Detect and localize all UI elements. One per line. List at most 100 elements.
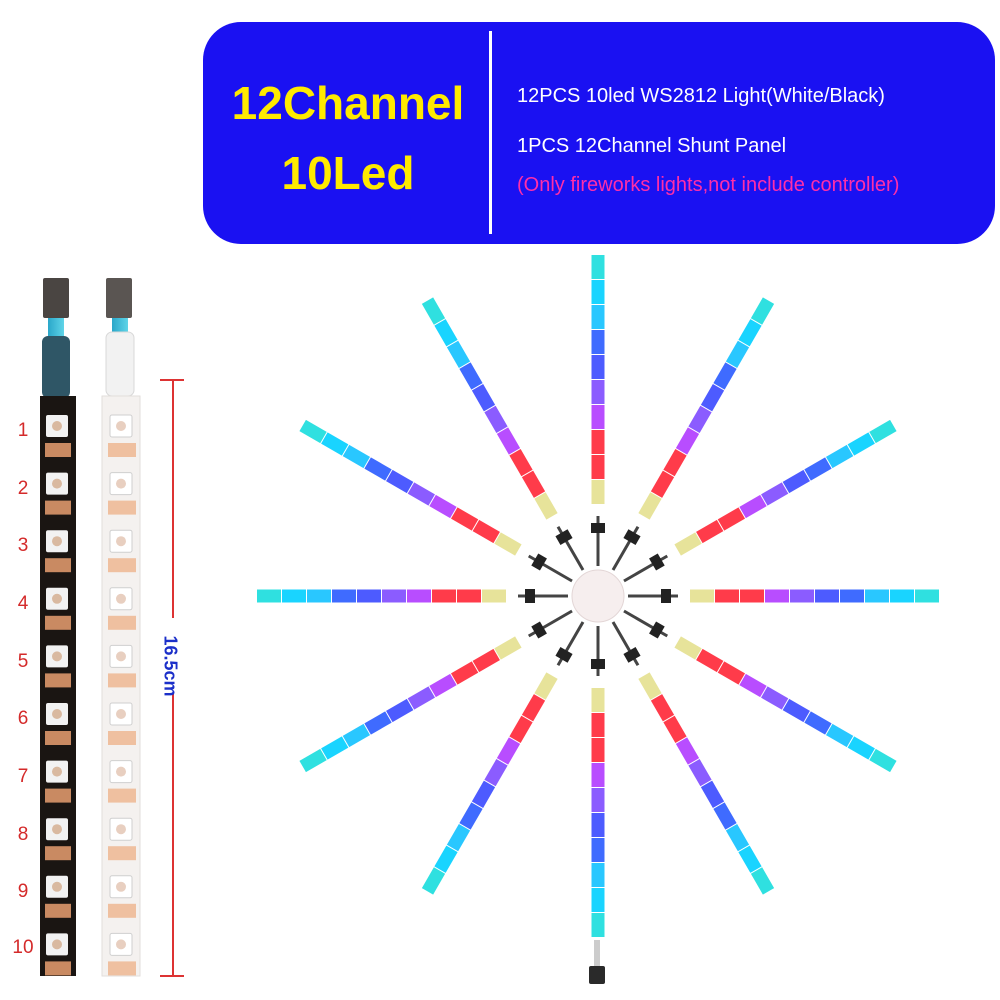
- led-number: 1: [17, 420, 29, 441]
- strip-heat-shrink: [42, 336, 70, 398]
- arm-connector: [661, 589, 671, 603]
- arm-led-segment: [717, 661, 746, 685]
- arm-led-segment: [700, 384, 725, 412]
- arm-led-segment: [534, 672, 558, 700]
- arm-connector: [555, 529, 573, 545]
- strip-pad: [108, 961, 136, 976]
- firework-arm: [591, 255, 605, 566]
- arm-connector: [525, 589, 535, 603]
- arm-led-segment: [509, 448, 533, 477]
- arm-led-segment: [713, 802, 737, 830]
- led-number: 5: [17, 651, 29, 672]
- spec-shunt-panel: 1PCS 12Channel Shunt Panel: [517, 135, 787, 157]
- arm-connector: [649, 621, 665, 639]
- arm-led-segment: [459, 802, 483, 830]
- strip-pad: [108, 903, 136, 918]
- arm-led-segment: [750, 297, 775, 325]
- led-number: 3: [17, 535, 29, 556]
- strip-connector: [106, 278, 132, 318]
- strip-pad: [45, 443, 71, 457]
- arm-led-segment: [847, 736, 875, 760]
- arm-led-segment: [638, 672, 662, 700]
- arm-led-segment: [434, 845, 458, 873]
- led-number: 6: [17, 708, 29, 729]
- arm-led-segment: [496, 427, 521, 455]
- arm-led-segment: [450, 507, 479, 531]
- firework-arm: [623, 609, 897, 773]
- arm-led-segment: [847, 432, 875, 456]
- firework-arm: [611, 621, 775, 895]
- arm-led-segment: [521, 470, 546, 498]
- arm-led-segment: [688, 405, 712, 433]
- arm-led-segment: [663, 715, 687, 744]
- arm-led-segment: [696, 648, 724, 673]
- arm-connector: [623, 647, 641, 663]
- arm-led-segment: [663, 448, 687, 477]
- arm-led-segment: [386, 469, 414, 494]
- banner-divider: [489, 31, 492, 234]
- arm-led-segment: [450, 661, 479, 685]
- arm-led-segment: [869, 419, 897, 444]
- arm-led-segment: [471, 384, 496, 412]
- arm-led-segment: [717, 507, 746, 531]
- arm-led-segment: [407, 686, 435, 710]
- firework-arm: [299, 609, 573, 773]
- arm-led-segment: [739, 673, 767, 698]
- arm-led-segment: [484, 405, 508, 433]
- strip-pad: [108, 788, 136, 803]
- arm-connector: [591, 523, 605, 533]
- spec-controller-note: (Only fireworks lights,not include contr…: [517, 174, 900, 196]
- shunt-panel: [571, 569, 625, 623]
- led-number: 10: [12, 937, 34, 958]
- product-banner: 12Channel 10Led 12PCS 10led WS2812 Light…: [203, 22, 995, 244]
- arm-led-segment: [804, 457, 832, 481]
- firework-arm: [257, 589, 568, 603]
- arm-led-segment: [825, 723, 854, 748]
- led-number: 9: [17, 881, 29, 902]
- arm-led-segment: [696, 519, 724, 544]
- arm-connector: [531, 621, 547, 639]
- strip-pad: [108, 846, 136, 861]
- input-connector: [589, 966, 605, 984]
- arm-led-segment: [675, 427, 700, 455]
- strip-pad: [108, 558, 136, 573]
- arm-led-segment: [429, 494, 457, 519]
- spec-lights: 12PCS 10led WS2812 Light(White/Black): [517, 85, 885, 107]
- firework-arm: [421, 297, 585, 571]
- arm-led-segment: [761, 686, 789, 710]
- arm-led-segment: [650, 470, 675, 498]
- firework-arm: [623, 419, 897, 583]
- strip-pad: [45, 673, 71, 688]
- arm-led-segment: [725, 340, 750, 369]
- strip-pad: [108, 500, 136, 515]
- arm-led-segment: [342, 444, 371, 469]
- firework-arm: [611, 297, 775, 571]
- firework-light-illustration: [257, 255, 939, 984]
- arm-led-segment: [782, 469, 810, 494]
- arm-led-segment: [421, 867, 446, 895]
- arm-led-segment: [386, 698, 414, 723]
- arm-led-segment: [434, 319, 458, 347]
- strip-pad: [45, 731, 71, 745]
- arm-led-segment: [496, 737, 521, 765]
- led-number: 7: [17, 766, 29, 787]
- banner-title-channels: 12Channel: [231, 77, 465, 129]
- arm-led-segment: [364, 457, 392, 481]
- arm-led-segment: [321, 736, 349, 760]
- strip-connector: [43, 278, 69, 318]
- arm-led-segment: [804, 711, 832, 735]
- strip-pad: [45, 846, 71, 861]
- arm-connector: [531, 553, 547, 571]
- arm-led-segment: [459, 362, 483, 390]
- arm-led-segment: [429, 673, 457, 698]
- led-number: 2: [17, 478, 29, 499]
- arm-led-segment: [407, 482, 435, 506]
- arm-led-segment: [472, 648, 500, 673]
- arm-led-segment: [725, 823, 750, 852]
- arm-led-segment: [299, 748, 327, 773]
- arm-led-segment: [421, 297, 446, 325]
- firework-arm: [591, 626, 605, 937]
- firework-arm: [421, 621, 585, 895]
- arm-led-segment: [299, 419, 327, 444]
